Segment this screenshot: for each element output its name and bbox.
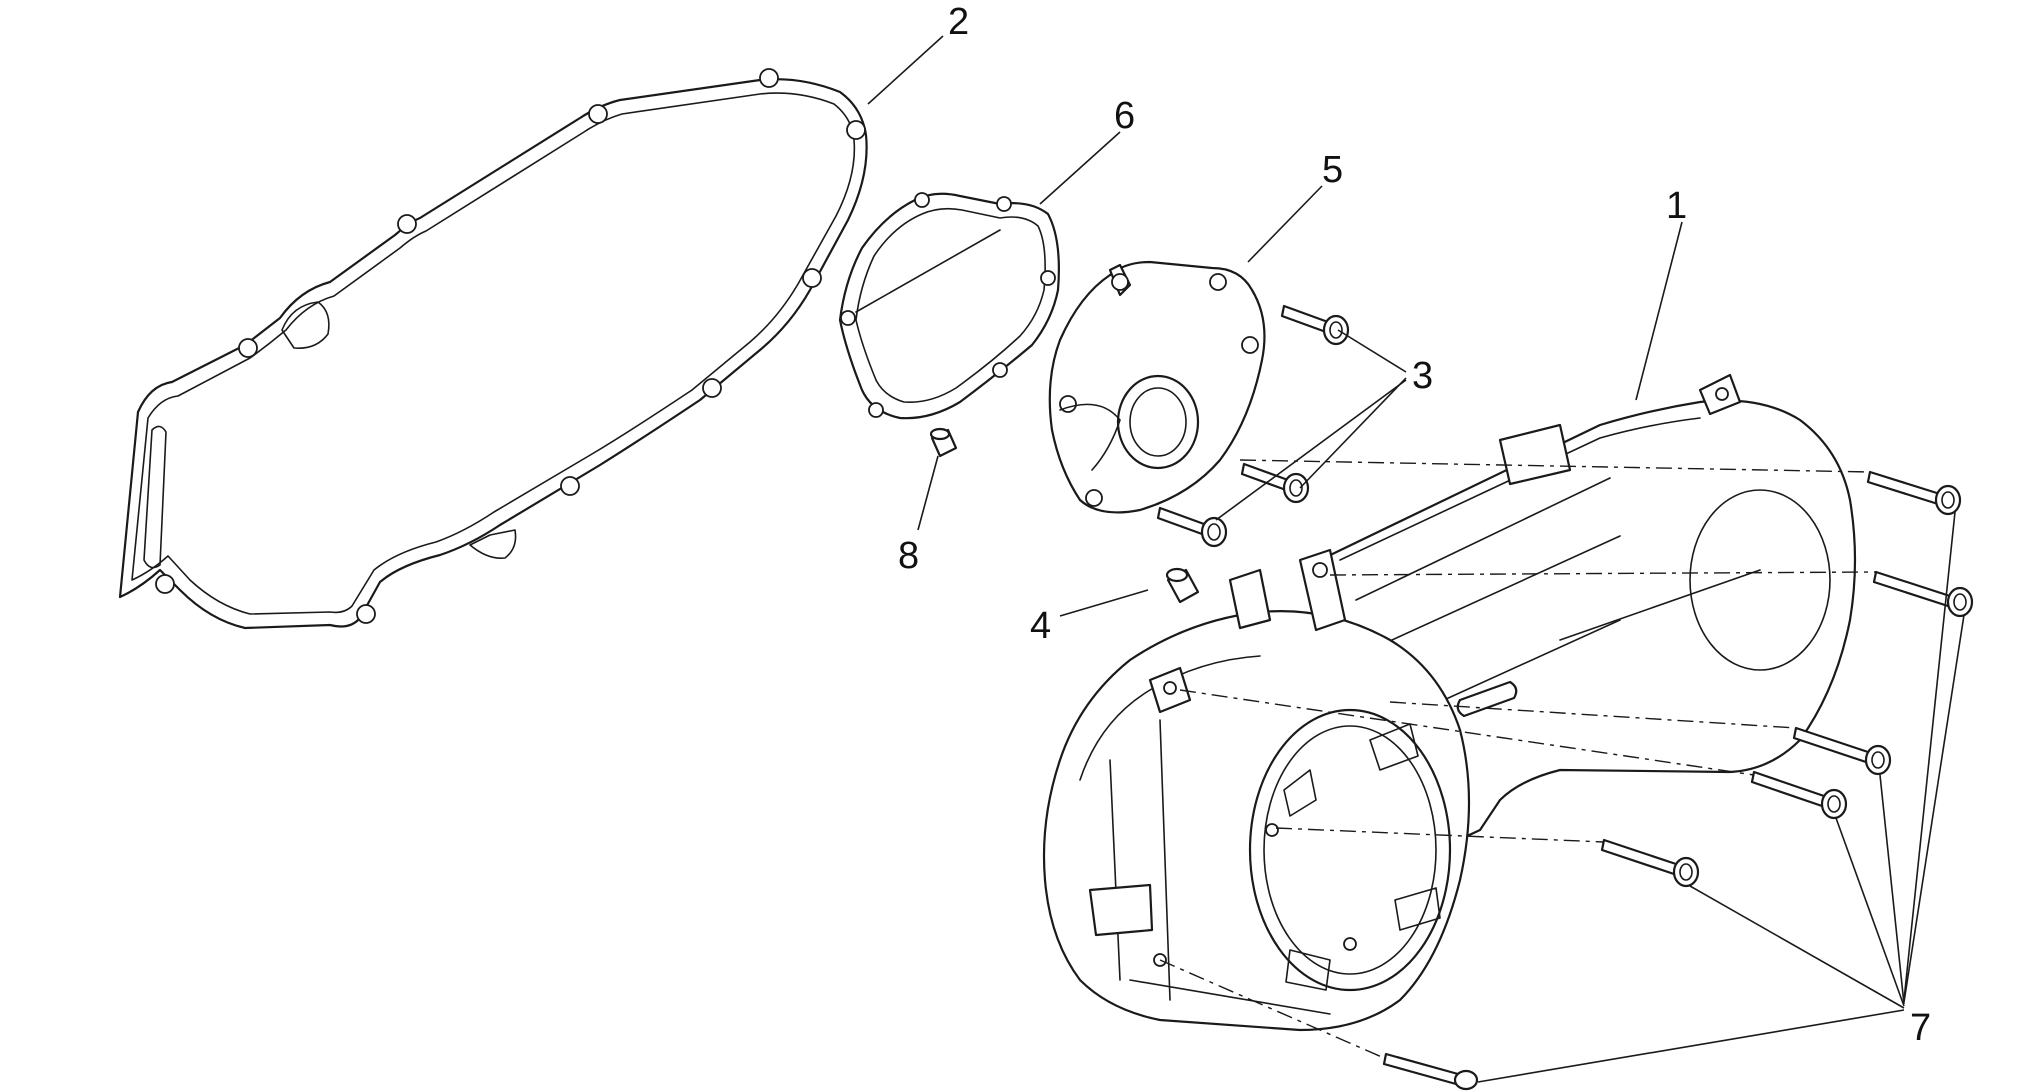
screw-7b (1872, 570, 1974, 618)
assembly-axes (1159, 459, 1877, 1059)
screw-3b (1240, 462, 1310, 504)
callout-2: 2 (948, 1, 969, 43)
callout-1: 1 (1666, 185, 1687, 227)
part-3-cover-screws (1156, 304, 1350, 548)
screw-7d (1750, 770, 1848, 820)
screw-7f (1382, 1052, 1479, 1091)
leader-lines (867, 35, 1965, 1083)
callout-4: 4 (1030, 605, 1051, 647)
part-2-outer-gasket (118, 68, 868, 630)
part-7-cover-screws (1382, 470, 1974, 1091)
screw-7a (1866, 470, 1962, 516)
part-4-dowel-pin (1165, 567, 1200, 604)
part-5-bearing-cover (1048, 260, 1266, 514)
screw-3a (1280, 304, 1350, 346)
callout-3: 3 (1412, 355, 1433, 397)
callout-7: 7 (1910, 1007, 1931, 1049)
callout-8: 8 (898, 535, 919, 577)
part-8-dowel-pin (929, 427, 958, 458)
screw-7e (1600, 838, 1700, 888)
screw-7c (1792, 726, 1892, 776)
part-6-small-gasket (838, 192, 1060, 420)
callout-5: 5 (1322, 149, 1343, 191)
callout-labels: 1 2 3 4 5 6 7 8 (898, 1, 1931, 1049)
screw-3c (1156, 506, 1228, 548)
part-1-transmission-cover (1042, 373, 1857, 1032)
callout-6: 6 (1114, 95, 1135, 137)
